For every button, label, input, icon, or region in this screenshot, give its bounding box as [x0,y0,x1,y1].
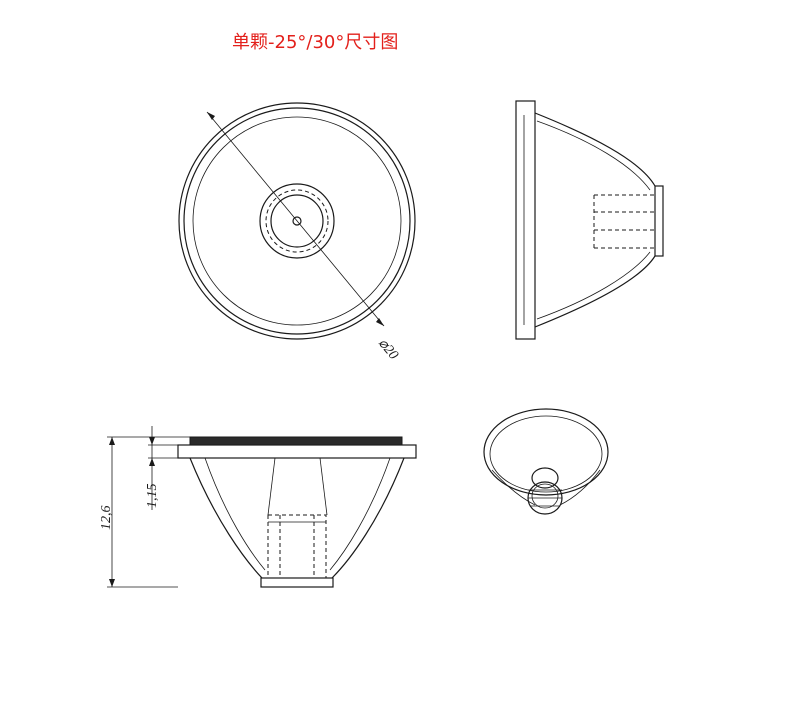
top-hub-inner [270,194,324,248]
front-flange [177,444,417,459]
dim-total-arrow-bottom [109,579,115,587]
front-view [177,436,417,588]
side-cone-bottom-inner [536,251,651,320]
front-flange-top [189,436,403,446]
diameter-arrow-top [207,112,215,120]
top-hub-dashed [265,189,329,253]
front-base [260,577,334,588]
drawing-title: 单颗-25°/30°尺寸图 [232,32,399,53]
side-cone-top-inner [536,120,651,191]
top-inner-circle [192,116,402,326]
dimensions: 12,6 1,15 [99,426,190,588]
top-hub-outer [259,183,335,259]
iso-hub-inner [531,483,559,509]
iso-hub-top [531,467,559,489]
dim-total-arrow-top [109,437,115,445]
top-rim-circle [183,107,411,335]
side-view [515,100,664,340]
side-tip [654,185,664,257]
front-inner-line-r [319,457,328,516]
front-cone-left [189,457,263,579]
side-cone-bottom [534,255,656,328]
top-view: ⌀20 [178,102,416,363]
dim-flange-arrow-top [149,437,155,445]
diameter-arrow-bottom [376,318,384,326]
iso-outer-rim [483,408,609,496]
side-cone-top [534,112,656,187]
top-outer-circle [178,102,416,340]
side-flange [515,100,536,340]
iso-cone-right [559,469,601,506]
front-cone-right [331,457,405,579]
dim-flange-label: 1,15 [145,484,160,509]
front-inner-line-l [267,457,276,516]
dim-total-label: 12,6 [99,506,114,531]
front-cone-left-inner [204,457,266,571]
front-cone-right-inner [329,457,391,571]
diameter-label: ⌀20 [375,336,401,363]
iso-inner-rim [489,415,603,493]
top-center-mark [292,216,302,226]
iso-view [483,408,609,515]
front-hidden-socket [267,514,327,579]
iso-cone-left [491,469,536,506]
diameter-line [206,111,385,327]
dim-flange-arrow-bottom [149,458,155,466]
